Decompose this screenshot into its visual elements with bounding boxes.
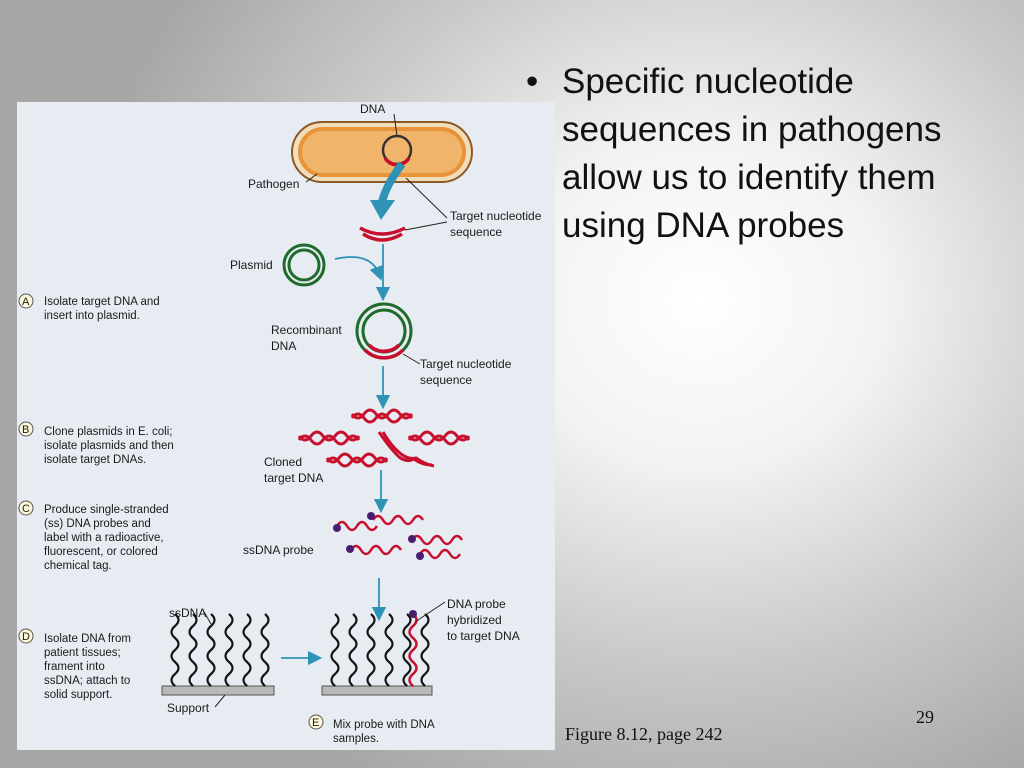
step-b: B Clone plasmids in E. coli; isolate pla… — [18, 421, 174, 466]
right-support — [321, 610, 433, 696]
step-c: C Produce single-stranded (ss) DNA probe… — [18, 500, 169, 572]
bullet-dot-icon: • — [526, 62, 539, 101]
left-support — [161, 613, 275, 696]
svg-text:C: C — [22, 503, 30, 515]
target-sequence-label-1b: sequence — [450, 225, 502, 239]
insert-arrow-icon — [334, 256, 384, 281]
bullet-list: • Specific nucleotide sequences in pathog… — [518, 58, 1018, 250]
cloned-label-b: target DNA — [264, 471, 323, 485]
target-sequence-label-2: Target nucleotide — [420, 357, 512, 371]
svg-text:Mix probe with DNA: Mix probe with DNA — [333, 719, 435, 731]
recombinant-label-b: DNA — [271, 339, 296, 353]
plasmid — [282, 243, 326, 287]
plasmid-label: Plasmid — [230, 258, 273, 272]
svg-text:(ss) DNA probes and: (ss) DNA probes and — [44, 518, 151, 530]
svg-text:fluorescent, or colored: fluorescent, or colored — [44, 546, 158, 558]
svg-text:A: A — [22, 296, 30, 308]
svg-text:E: E — [312, 717, 319, 729]
svg-text:isolate target DNAs.: isolate target DNAs. — [44, 454, 146, 466]
svg-text:Isolate target DNA and: Isolate target DNA and — [44, 296, 160, 308]
step-e: E Mix probe with DNA samples. — [308, 714, 435, 745]
support-label: Support — [167, 701, 210, 715]
cloned-target-dna — [297, 408, 471, 468]
svg-text:Isolate DNA from: Isolate DNA from — [44, 633, 131, 645]
svg-text:Clone plasmids in E. coli;: Clone plasmids in E. coli; — [44, 426, 172, 438]
figure-caption: Figure 8.12, page 242 — [565, 724, 723, 744]
svg-text:samples.: samples. — [333, 733, 379, 745]
dna-leader-line — [393, 113, 398, 137]
extract-arrow-icon — [378, 161, 406, 204]
svg-text:D: D — [22, 631, 30, 643]
svg-text:frament into: frament into — [44, 661, 105, 673]
ssdna-label: ssDNA — [169, 606, 206, 620]
hybrid-label-3: to target DNA — [447, 629, 520, 643]
svg-text:patient tissues;: patient tissues; — [44, 647, 121, 659]
target-sequence-label-2b: sequence — [420, 373, 472, 387]
svg-text:isolate plasmids and then: isolate plasmids and then — [44, 440, 174, 452]
ssdna-probe-label: ssDNA probe — [243, 543, 314, 557]
bullet-point: • Specific nucleotide sequences in pathog… — [518, 58, 1018, 250]
target-sequence-fragment — [359, 226, 406, 242]
step-a: A Isolate target DNA and insert into pla… — [18, 293, 160, 322]
hybrid-label-2: hybridized — [447, 613, 502, 627]
pathogen-cell — [291, 121, 473, 183]
svg-text:B: B — [22, 424, 29, 436]
cloned-label: Cloned — [264, 455, 302, 469]
recombinant-dna — [355, 302, 413, 360]
step-d: D Isolate DNA from patient tissues; fram… — [18, 628, 131, 701]
recombinant-label: Recombinant — [271, 323, 342, 337]
page-number: 29 — [916, 707, 934, 727]
pathogen-label: Pathogen — [248, 177, 299, 191]
dna-probe-figure: DNA Pathogen Target nucleotide sequence … — [17, 102, 555, 750]
hybrid-label-1: DNA probe — [447, 597, 506, 611]
svg-text:ssDNA; attach to: ssDNA; attach to — [44, 675, 130, 687]
ssdna-probes — [333, 512, 464, 560]
svg-text:insert into plasmid.: insert into plasmid. — [44, 310, 140, 322]
bullet-text: Specific nucleotide sequences in pathoge… — [562, 62, 942, 245]
svg-text:solid support.: solid support. — [44, 689, 112, 701]
svg-text:Produce single-stranded: Produce single-stranded — [44, 504, 169, 516]
dna-label: DNA — [360, 102, 385, 116]
target-sequence-label-1: Target nucleotide — [450, 209, 542, 223]
svg-text:label with a radioactive,: label with a radioactive, — [44, 532, 164, 544]
svg-text:chemical tag.: chemical tag. — [44, 560, 112, 572]
